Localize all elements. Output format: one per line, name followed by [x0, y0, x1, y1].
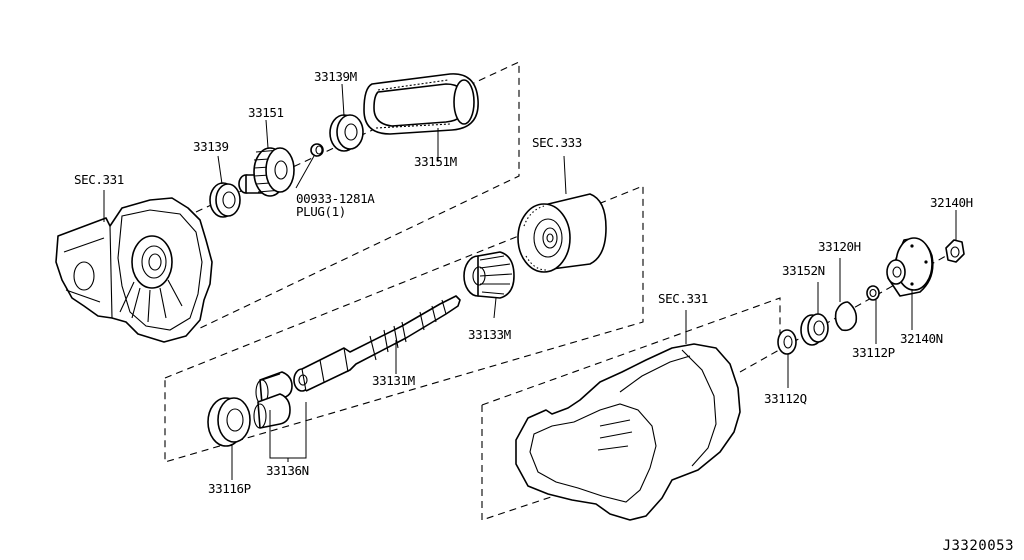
bearing-33139: [209, 182, 241, 218]
gear-33151: [238, 147, 295, 197]
label-33136n: 33136N: [266, 463, 309, 478]
label-33131m: 33131M: [372, 373, 415, 388]
right-section-frame: [481, 297, 781, 406]
label-33139m: 33139M: [314, 69, 357, 84]
plug-00933: [310, 143, 324, 157]
right-housing: [515, 343, 741, 521]
flange-32140n: [886, 237, 934, 297]
label-sec331-left: SEC.331: [74, 172, 124, 187]
label-33112q: 33112Q: [764, 391, 807, 406]
label-33139: 33139: [193, 139, 229, 154]
label-32140n: 32140N: [900, 331, 943, 346]
chain-33151m: [363, 73, 479, 135]
label-sec333: SEC.333: [532, 135, 582, 150]
bearing-33139m: [329, 114, 364, 152]
label-33120h: 33120H: [818, 239, 861, 254]
label-33116p: 33116P: [208, 481, 251, 496]
snap-ring-33120h: [834, 301, 858, 332]
shaft-33131m: [293, 295, 461, 392]
diagram-reference-code: J3320053: [942, 538, 1014, 554]
label-sec331-right: SEC.331: [658, 291, 708, 306]
bearing-33152n: [800, 313, 829, 346]
label-33133m: 33133M: [468, 327, 511, 342]
label-33151m: 33151M: [414, 154, 457, 169]
left-housing: [55, 197, 213, 343]
label-33151: 33151: [248, 105, 284, 120]
sprocket-33133m: [463, 251, 515, 299]
lower-section-frame: [164, 185, 644, 463]
right-section-frame-bottom: [481, 405, 561, 521]
label-33152n: 33152N: [782, 263, 825, 278]
washer-33112p: [866, 285, 880, 301]
nut-32140h: [945, 239, 965, 263]
upper-section-frame: [195, 61, 520, 331]
label-33112p: 33112P: [852, 345, 895, 360]
label-32140h: 32140H: [930, 195, 973, 210]
leader-lines: [103, 83, 957, 480]
bearing-33116p: [207, 397, 251, 447]
label-plug-part-number: 00933-1281A: [296, 191, 375, 206]
label-plug-name: PLUG(1): [296, 204, 346, 219]
washer-33112q: [777, 329, 797, 355]
drum-sec333: [517, 193, 607, 273]
needle-bearing-33136n-lower: [253, 393, 291, 429]
